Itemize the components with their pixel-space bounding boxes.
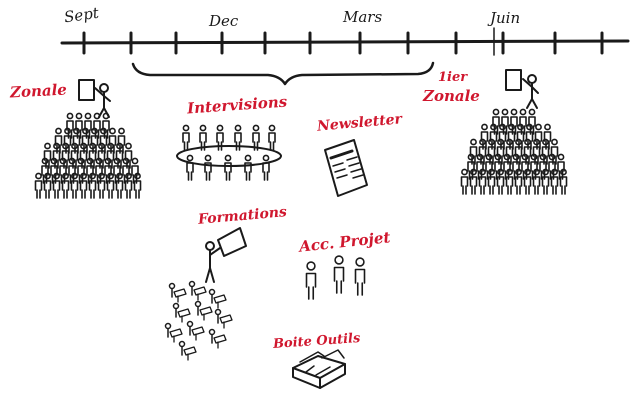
round-table-icon [176,124,282,181]
people-group-icon [305,255,366,300]
newspaper-icon [324,139,368,197]
presenter-icon [505,69,539,109]
month-label-mars: Mars [343,8,383,26]
timeline-axis [60,27,630,86]
label-second-zonale-prefix: 1ier [438,70,468,85]
classroom-icon [164,227,247,361]
crowd-icon [34,112,142,199]
period-brace [131,61,435,86]
label-second-zonale: Zonale [423,87,480,105]
month-label-juin: Juin [490,9,521,27]
toolbox-icon [292,349,346,389]
crowd-icon [460,108,568,195]
label-zonale: Zonale [9,80,68,102]
presenter-icon [78,79,111,118]
month-label-dec: Dec [209,12,239,30]
timeline-ticks [82,27,604,56]
